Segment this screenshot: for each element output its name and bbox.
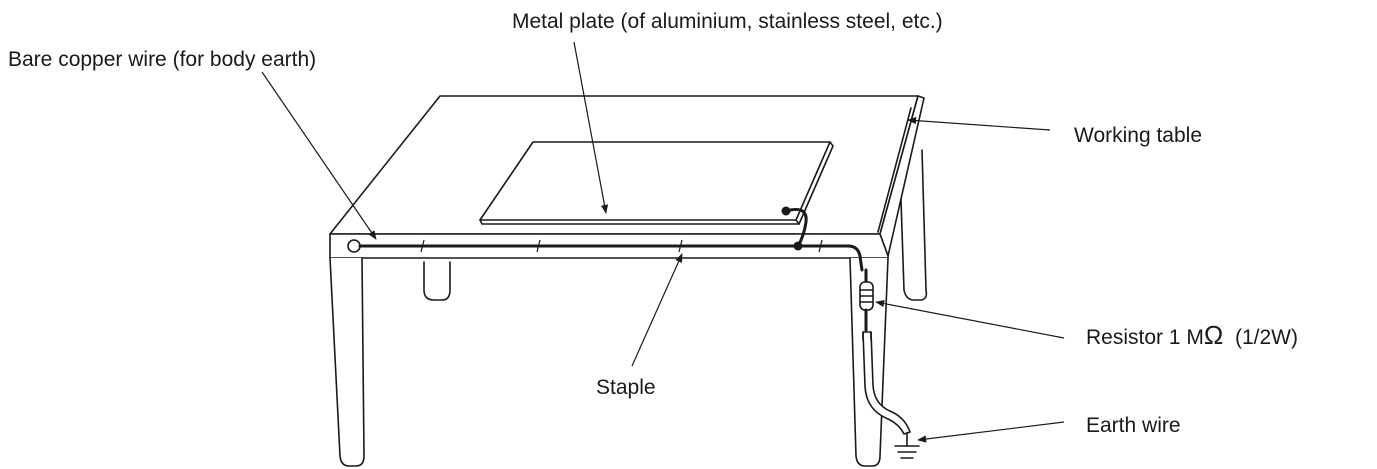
resistor-ohm-symbol: Ω [1204, 320, 1223, 350]
table-back-right-leg [899, 149, 928, 301]
plate-jumper-wire [781, 206, 808, 251]
resistor-1m [859, 268, 874, 332]
earth-ground-icon [894, 432, 920, 459]
label-staple: Staple [596, 376, 656, 399]
label-working-table: Working table [1074, 124, 1202, 147]
metal-plate [479, 141, 834, 225]
bare-copper-wire [347, 239, 864, 272]
table-front-left-leg [329, 257, 365, 467]
resistor-prefix: Resistor 1 M [1086, 326, 1204, 349]
resistor-suffix: (1/2W) [1223, 326, 1298, 349]
label-copper-wire: Bare copper wire (for body earth) [8, 48, 316, 71]
leader-metal-plate [573, 41, 609, 214]
leader-staple [631, 253, 683, 367]
leader-lines [261, 41, 1065, 443]
wire-terminal [347, 239, 361, 253]
earth-cable [862, 331, 911, 435]
table-back-left-leg [423, 261, 451, 301]
staple-marks [420, 239, 823, 253]
label-earth-wire: Earth wire [1086, 414, 1181, 437]
label-metal-plate: Metal plate (of aluminium, stainless ste… [512, 10, 943, 33]
label-resistor: Resistor 1 MΩ (1/2W) [1086, 320, 1298, 350]
leader-resistor [875, 299, 1065, 339]
leader-earth-wire [917, 421, 1065, 443]
leader-copper-wire [261, 71, 377, 240]
leader-working-table [907, 116, 1051, 131]
